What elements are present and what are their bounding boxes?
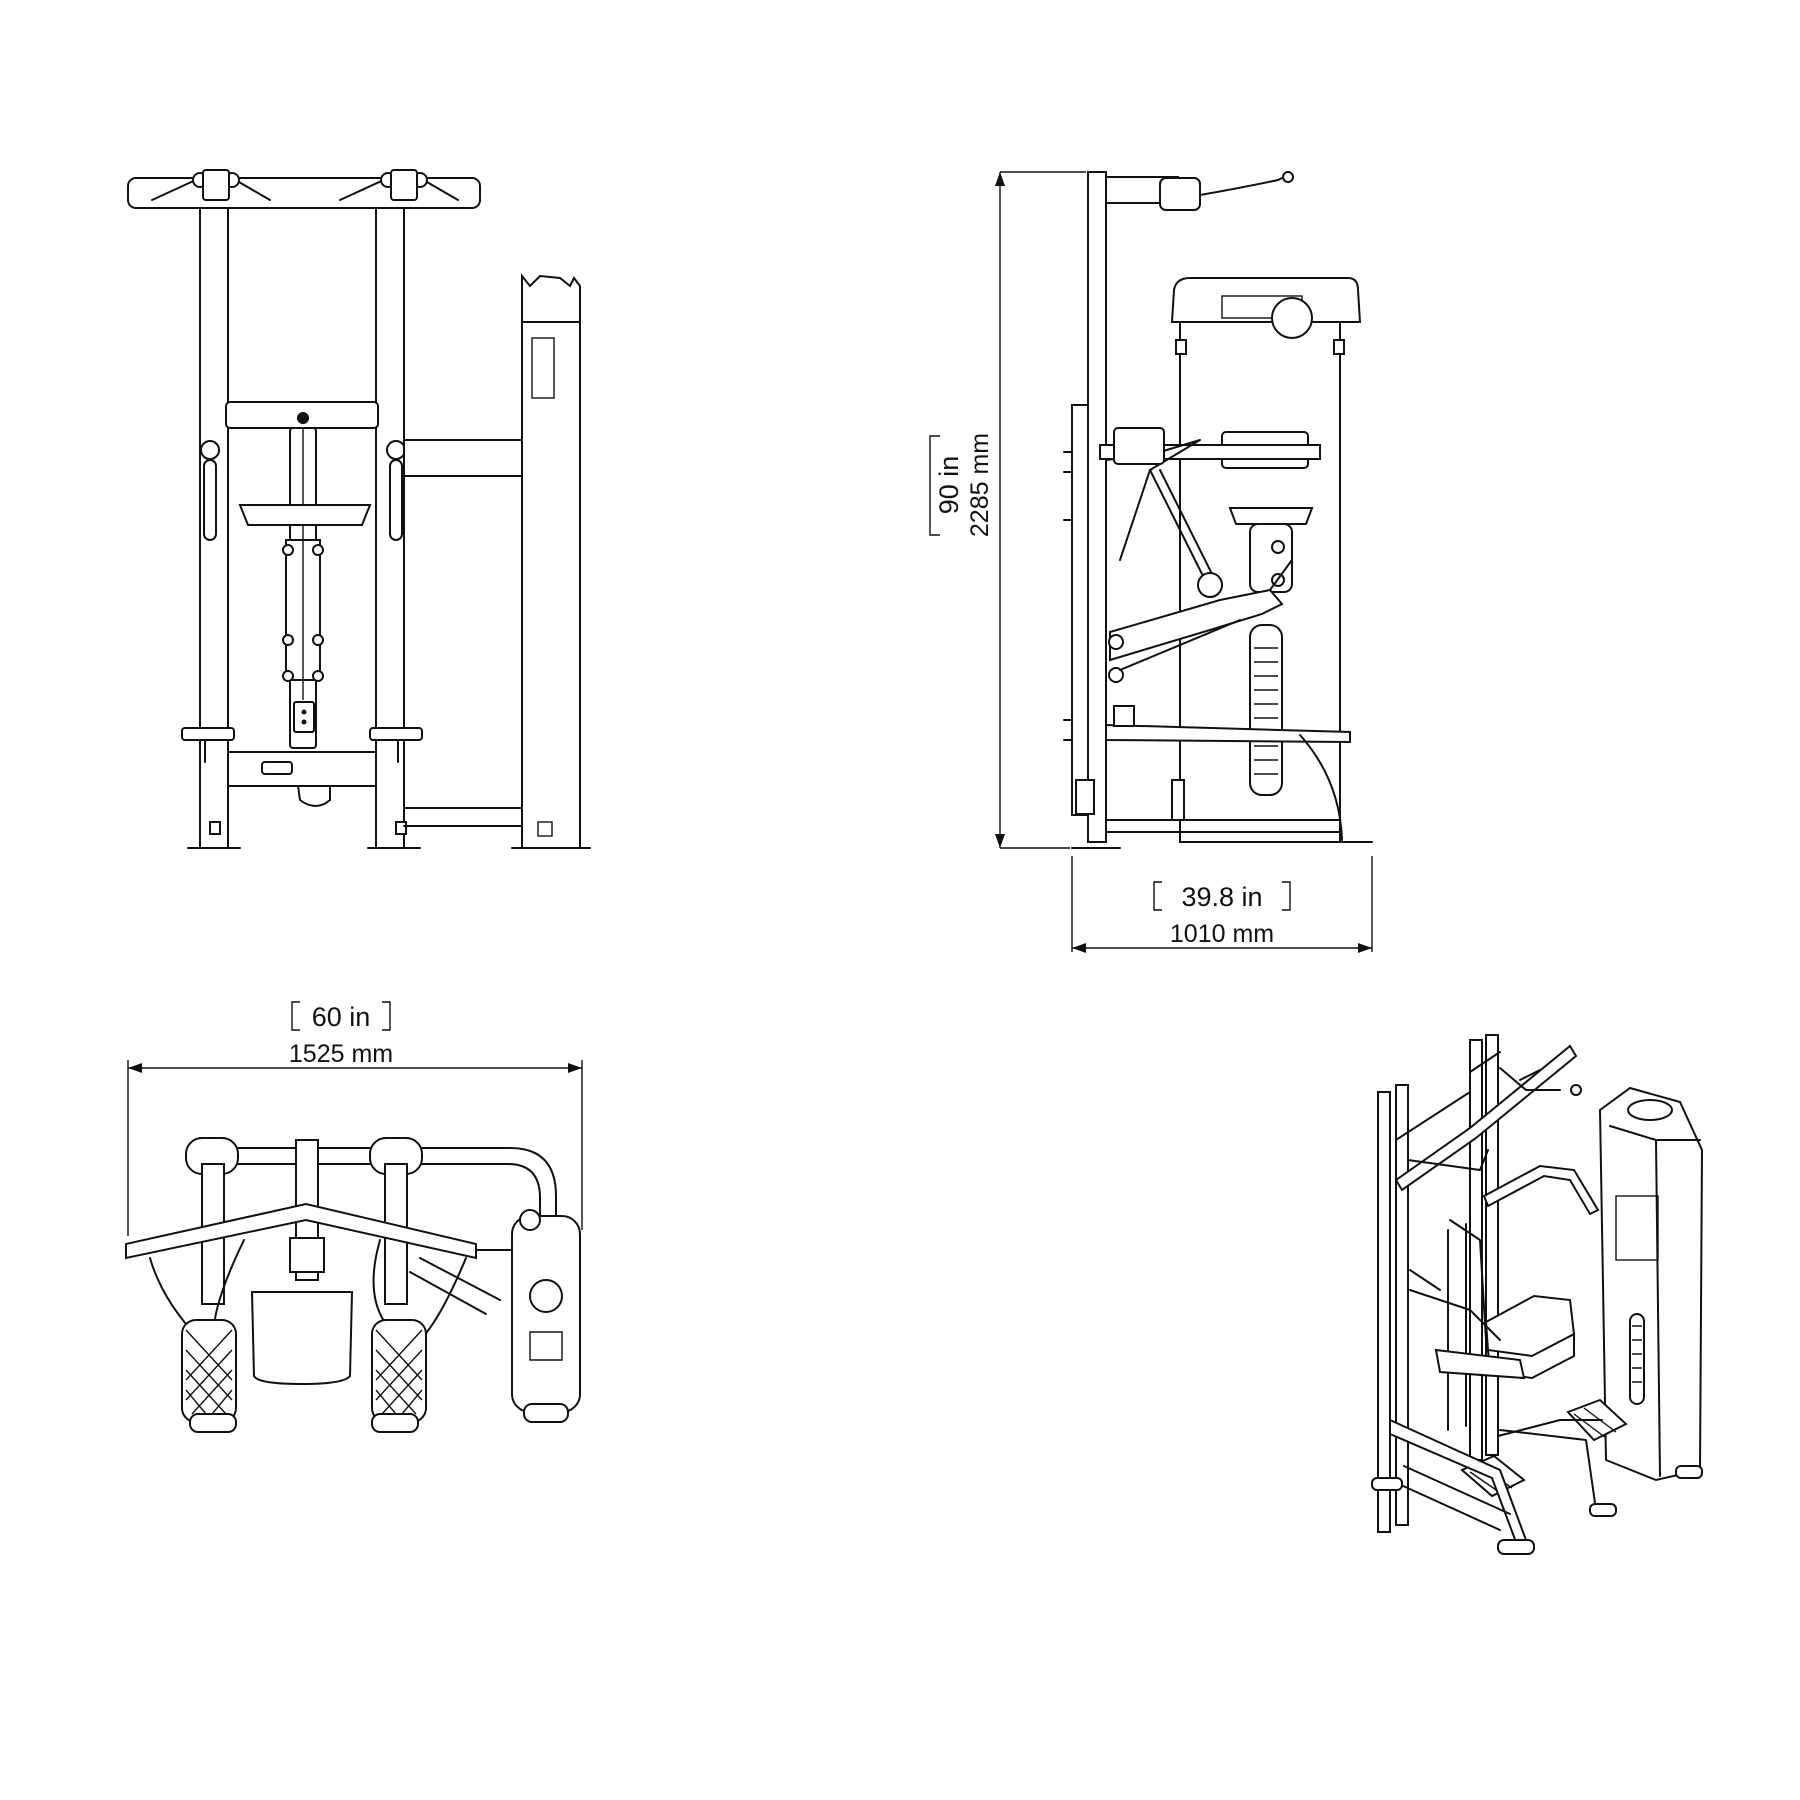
width-dimension: 60 in 1525 mm	[127, 1001, 583, 1236]
height-dimension: 90 in 2285 mm	[929, 171, 1086, 849]
depth-dimension: 39.8 in 1010 mm	[1071, 856, 1373, 953]
width-imperial-label: 60 in	[312, 1002, 371, 1032]
top-view	[125, 1137, 581, 1433]
height-imperial-label: 90 in	[934, 456, 964, 515]
depth-metric-label: 1010 mm	[1170, 920, 1274, 948]
width-metric-label: 1525 mm	[289, 1040, 393, 1068]
side-view	[1063, 171, 1373, 849]
height-metric-label: 2285 mm	[966, 433, 994, 537]
isometric-view	[1371, 1034, 1704, 1555]
depth-imperial-label: 39.8 in	[1181, 882, 1262, 912]
front-view	[127, 169, 591, 849]
